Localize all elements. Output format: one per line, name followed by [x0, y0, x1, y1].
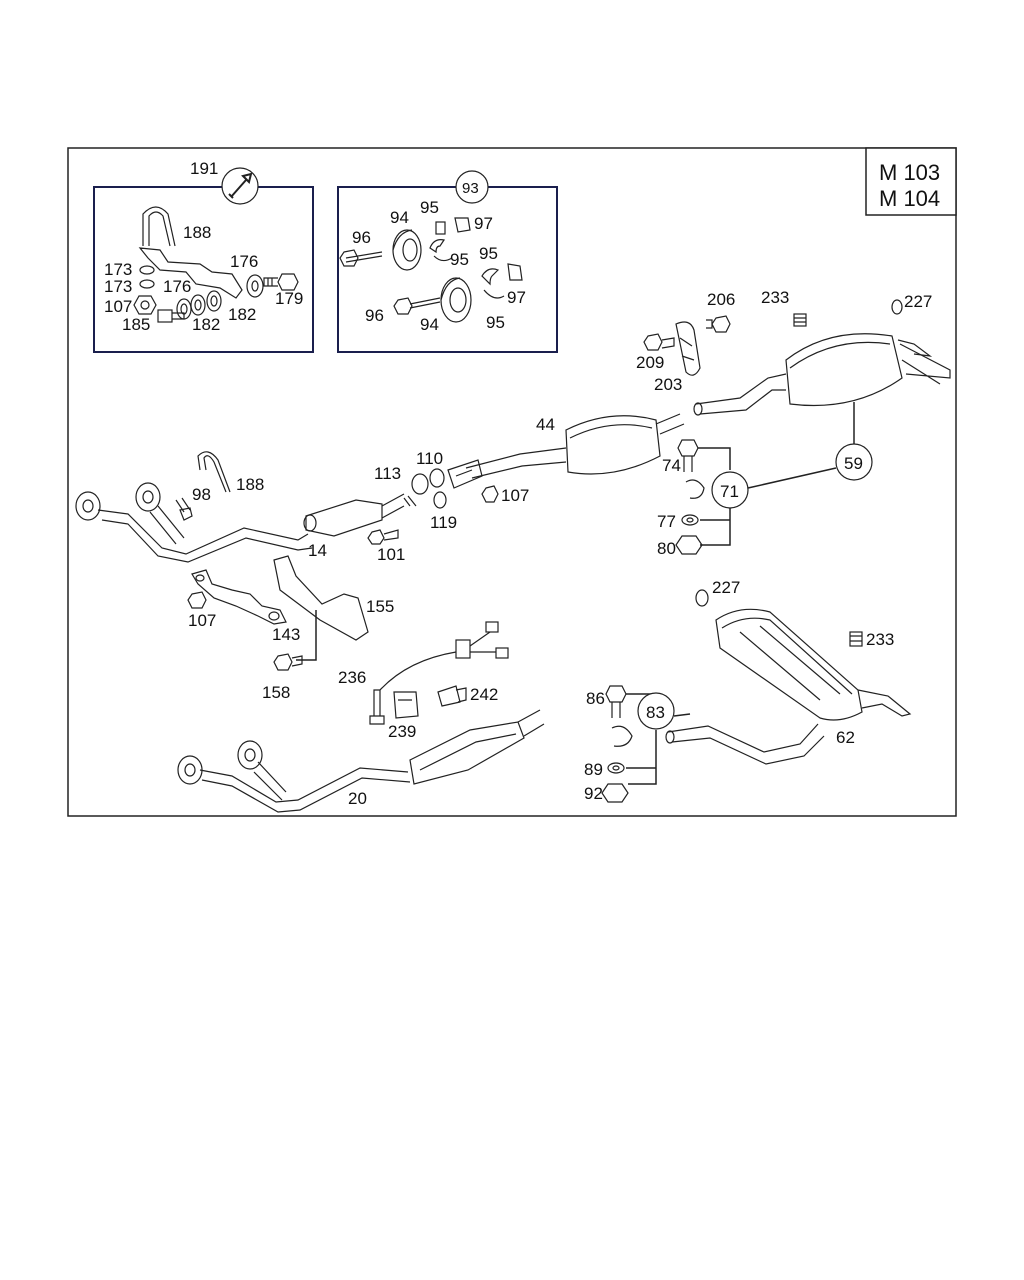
- callout-107-a: 107: [104, 297, 132, 316]
- callout-107-b: 107: [501, 486, 529, 505]
- wrench-icon: [221, 167, 259, 205]
- model-code-1: M 103: [879, 160, 940, 185]
- callout-206: 206: [707, 290, 735, 309]
- callout-209: 209: [636, 353, 664, 372]
- callout-188-b: 188: [236, 475, 264, 494]
- callout-143: 143: [272, 625, 300, 644]
- callout-44: 44: [536, 415, 555, 434]
- callout-191: 191: [190, 159, 218, 178]
- callout-227-a: 227: [904, 292, 932, 311]
- callout-93: 93: [462, 180, 479, 197]
- callout-158: 158: [262, 683, 290, 702]
- callout-173-b: 173: [104, 277, 132, 296]
- callout-96-a: 96: [352, 228, 371, 247]
- lower-left-components: 143 107 155 158 236 239 242 20: [177, 555, 545, 813]
- callout-233-a: 233: [761, 288, 789, 307]
- inset-clamp-kit: 93 96 94 95 97 95 95 97 95 94 96: [337, 170, 558, 353]
- diagram-frame: [67, 147, 957, 817]
- upper-exhaust-assembly: 14 98 188 101 113 110 119 107 44: [75, 288, 951, 564]
- callout-233-b: 233: [866, 630, 894, 649]
- callout-95-c: 95: [479, 244, 498, 263]
- callout-94-a: 94: [390, 208, 409, 227]
- callout-92: 92: [584, 784, 603, 803]
- callout-176-b: 176: [230, 252, 258, 271]
- callout-227-b: 227: [712, 578, 740, 597]
- callout-95-a: 95: [420, 198, 439, 217]
- callout-239: 239: [388, 722, 416, 741]
- callout-182-b: 182: [228, 305, 256, 324]
- callout-236: 236: [338, 668, 366, 687]
- callout-182-a: 182: [192, 315, 220, 334]
- callout-62: 62: [836, 728, 855, 747]
- model-code-box: M 103 M 104: [865, 147, 957, 216]
- callout-95-d: 95: [486, 313, 505, 332]
- callout-71: 71: [720, 482, 739, 501]
- callout-98: 98: [192, 485, 211, 504]
- callout-113: 113: [374, 464, 401, 483]
- model-code-2: M 104: [879, 186, 940, 211]
- callout-101: 101: [377, 545, 405, 564]
- callout-119: 119: [430, 513, 457, 532]
- callout-96-b: 96: [365, 306, 384, 325]
- inset-hardware-kit: 191 188 173 173 107 185 176 182 182: [93, 159, 314, 353]
- callout-74: 74: [662, 456, 681, 475]
- callout-107-c: 107: [188, 611, 216, 630]
- callout-94-b: 94: [420, 315, 439, 334]
- lower-right-components: 227 233 62 86 89 92 83: [584, 578, 912, 803]
- callout-188-a: 188: [183, 223, 211, 242]
- callout-20: 20: [348, 789, 367, 808]
- callout-179: 179: [275, 289, 303, 308]
- callout-95-b: 95: [450, 250, 469, 269]
- callout-176-a: 176: [163, 277, 191, 296]
- callout-110: 110: [416, 449, 443, 468]
- callout-173-a: 173: [104, 260, 132, 279]
- callout-155: 155: [366, 597, 394, 616]
- callout-77: 77: [657, 512, 676, 531]
- callout-89: 89: [584, 760, 603, 779]
- callout-80: 80: [657, 539, 676, 558]
- callout-83: 83: [646, 703, 665, 722]
- callout-203: 203: [654, 375, 682, 394]
- callout-97-b: 97: [507, 288, 526, 307]
- callout-86: 86: [586, 689, 605, 708]
- callout-97-a: 97: [474, 214, 493, 233]
- callout-185: 185: [122, 315, 150, 334]
- callout-242: 242: [470, 685, 498, 704]
- callout-14: 14: [308, 541, 327, 560]
- callout-59: 59: [844, 454, 863, 473]
